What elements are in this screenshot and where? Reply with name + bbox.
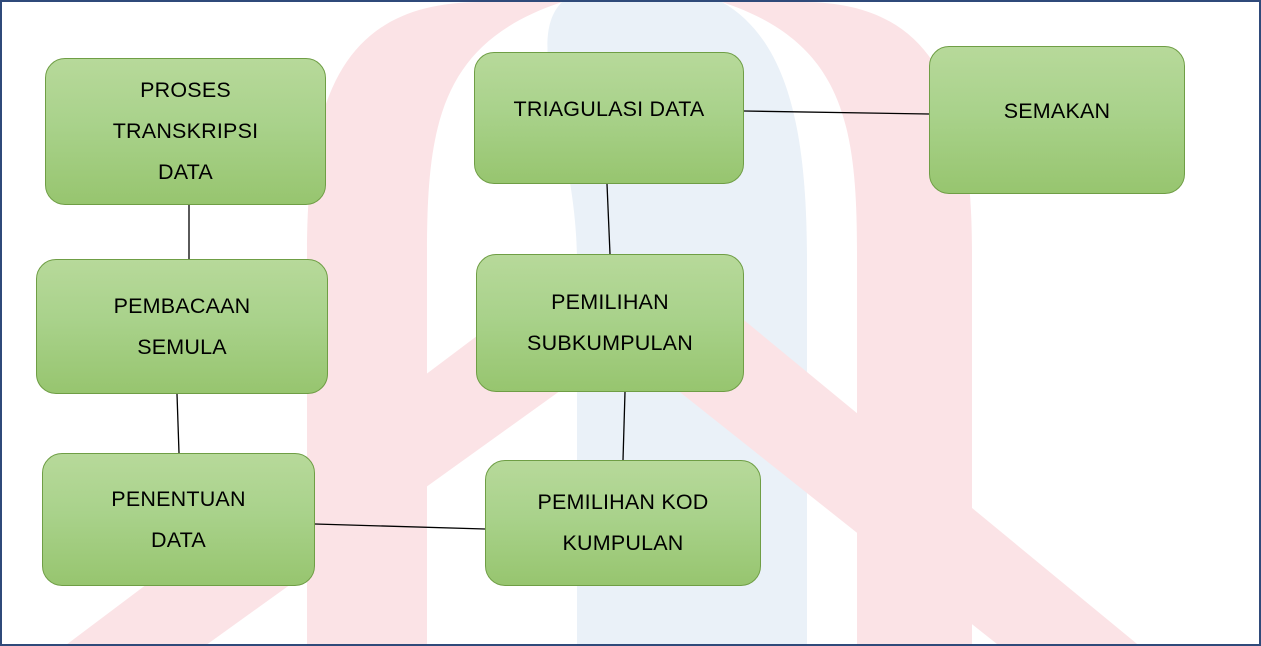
node-pemilihan-subkumpulan: PEMILIHAN SUBKUMPULAN [476,254,744,392]
node-label: PEMILIHAN SUBKUMPULAN [527,290,693,355]
node-label: PENENTUAN DATA [111,486,246,552]
node-triagulasi-data: TRIAGULASI DATA [474,52,744,184]
node-pembacaan-semula: PEMBACAAN SEMULA [36,259,328,394]
node-semakan: SEMAKAN [929,46,1185,194]
node-penentuan-data: PENENTUAN DATA [42,453,315,586]
watermark-right-diagonal [642,302,1138,644]
connector-kod-subkumpulan [622,391,626,461]
connector-triagulasi-semakan [743,110,930,115]
connector-subkumpulan-triagulasi [606,183,611,255]
node-label: PROSES TRANSKRIPSI DATA [112,78,259,184]
node-label: PEMBACAAN SEMULA [113,293,251,359]
node-label: SEMAKAN [1003,99,1111,123]
node-pemilihan-kod-kumpulan: PEMILIHAN KOD KUMPULAN [485,460,761,586]
node-label: TRIAGULASI DATA [513,97,705,121]
node-proses-transkripsi-data: PROSES TRANSKRIPSI DATA [45,58,326,205]
connector-penentuan-kod [314,523,486,530]
connector-pembacaan-penentuan [176,393,180,454]
node-label: PEMILIHAN KOD KUMPULAN [537,490,709,555]
